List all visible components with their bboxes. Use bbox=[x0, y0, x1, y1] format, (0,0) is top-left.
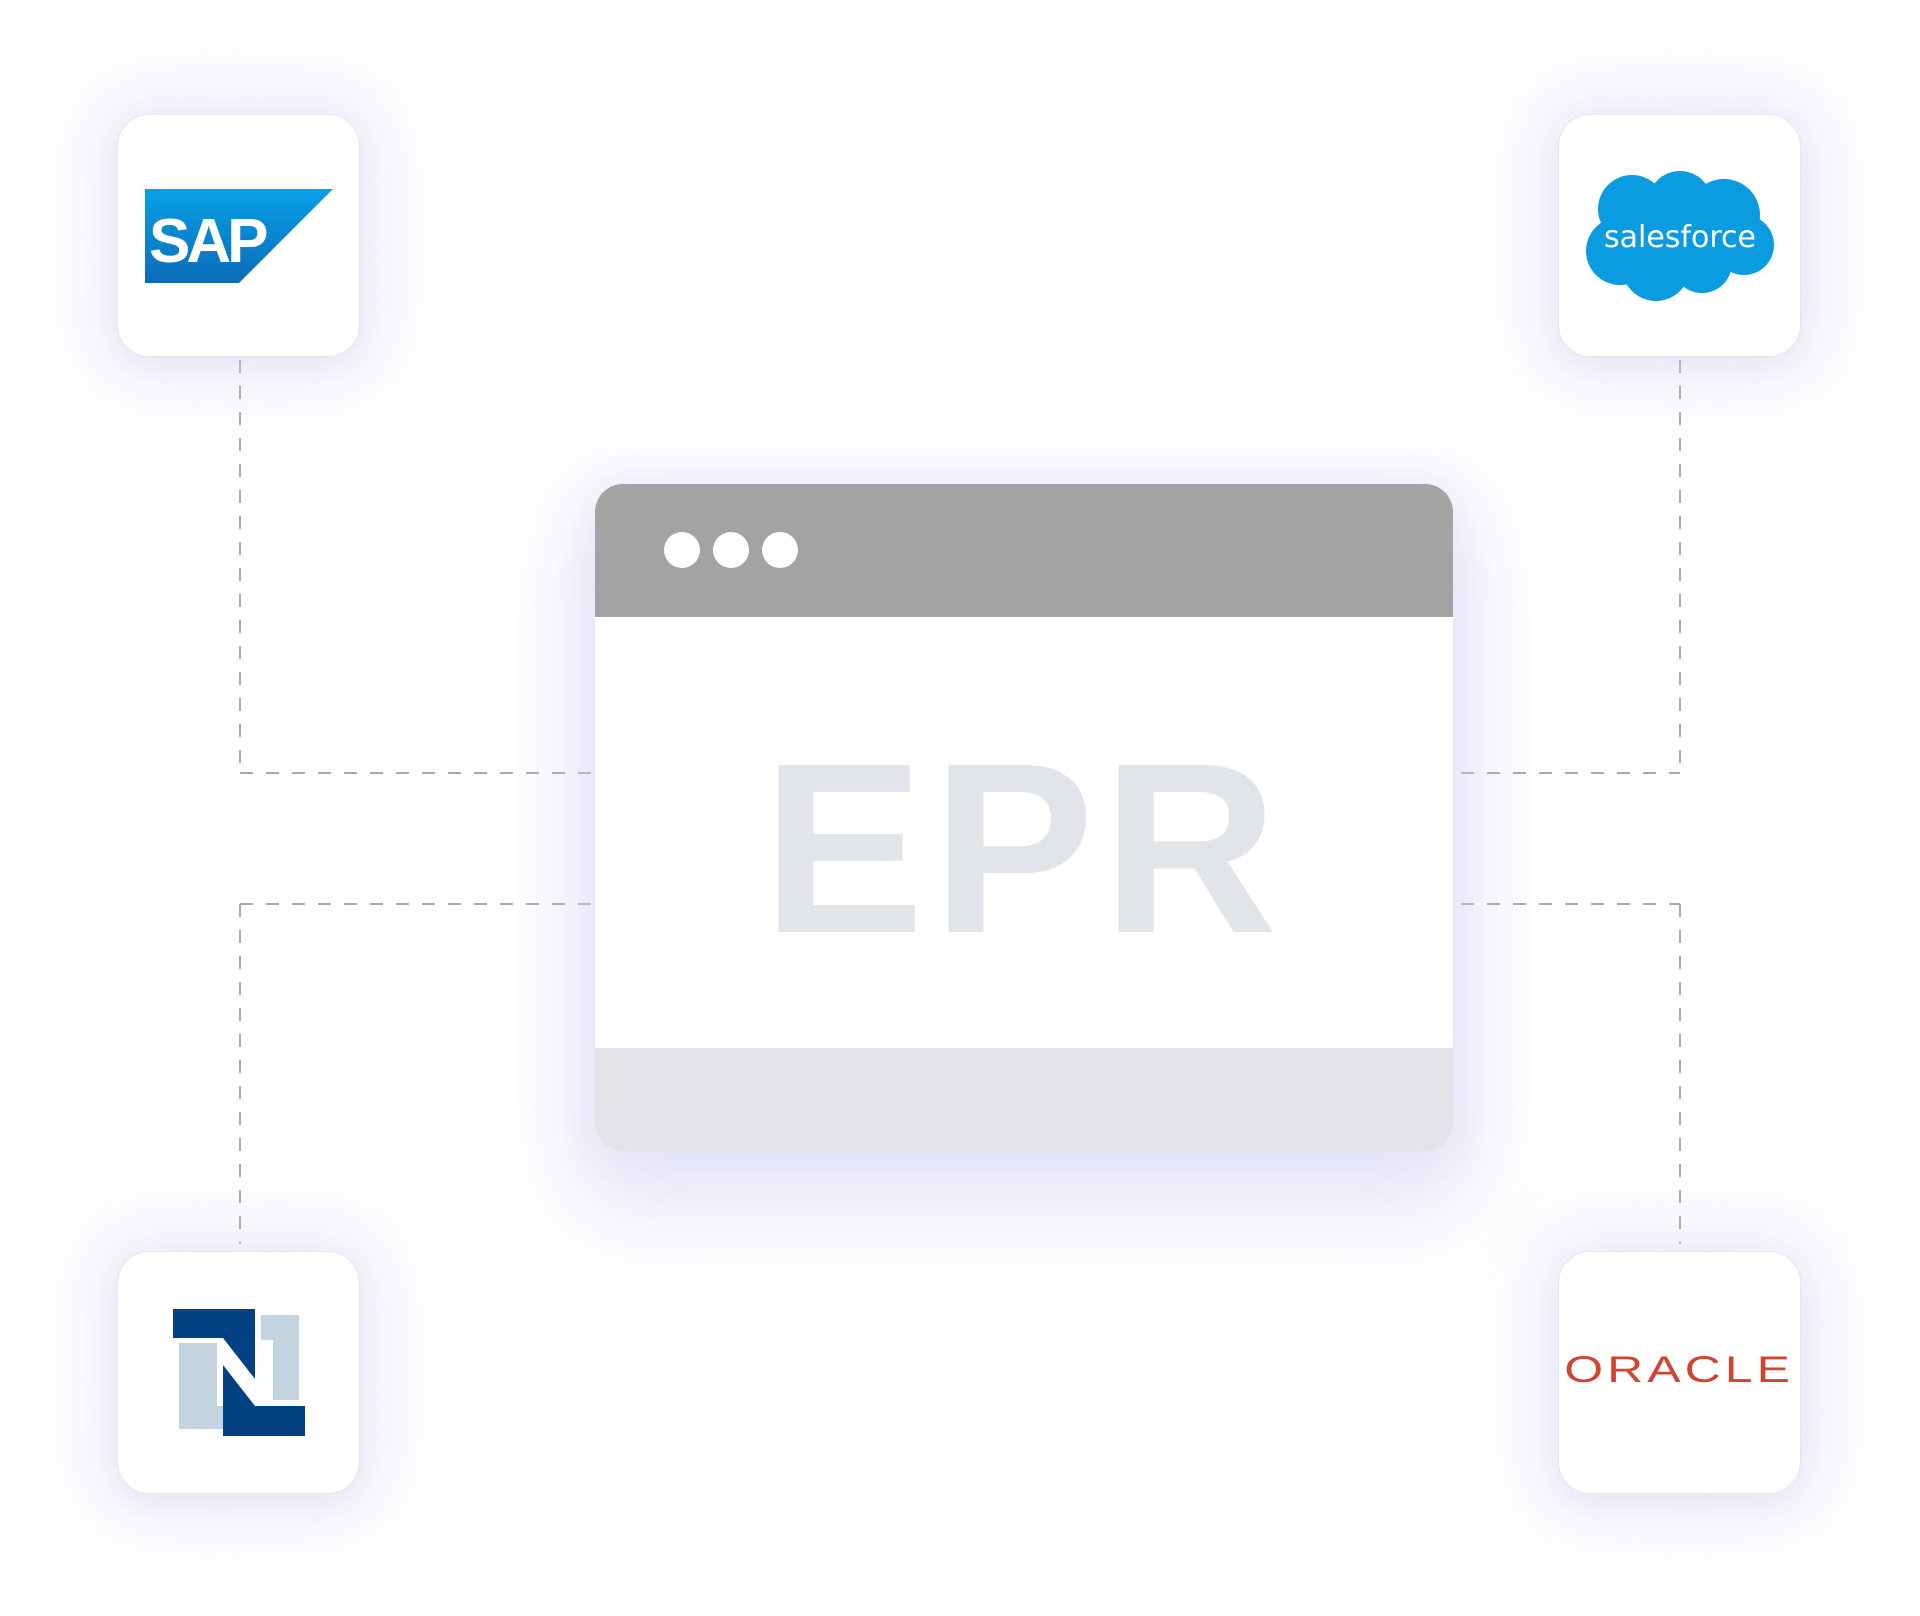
oracle-logo-text: ORACLE bbox=[1564, 1348, 1795, 1390]
window-dot-icon bbox=[762, 532, 798, 568]
window-dot-icon bbox=[713, 532, 749, 568]
netsuite-logo-icon bbox=[172, 1308, 305, 1436]
connector-sap bbox=[239, 360, 593, 774]
window-dot-icon bbox=[664, 532, 700, 568]
integration-card-sap[interactable]: SAP bbox=[117, 114, 360, 357]
connector-salesforce bbox=[1461, 360, 1681, 774]
connector-oracle bbox=[1461, 903, 1681, 1244]
window-titlebar bbox=[595, 484, 1453, 617]
salesforce-logo-text: salesforce bbox=[1604, 220, 1756, 255]
window-footer bbox=[595, 1048, 1453, 1151]
integration-card-salesforce[interactable]: salesforce bbox=[1558, 114, 1801, 357]
sap-logo-text: SAP bbox=[149, 207, 267, 276]
integration-card-oracle[interactable]: ORACLE bbox=[1558, 1251, 1801, 1494]
window-content: EPR bbox=[595, 617, 1453, 1048]
salesforce-cloud-icon: salesforce bbox=[1585, 170, 1774, 301]
epr-window: EPR bbox=[595, 484, 1453, 1151]
epr-label: EPR bbox=[762, 713, 1286, 984]
sap-logo-icon: SAP bbox=[144, 188, 333, 283]
connector-netsuite bbox=[239, 903, 593, 1244]
integration-card-netsuite[interactable] bbox=[117, 1251, 360, 1494]
